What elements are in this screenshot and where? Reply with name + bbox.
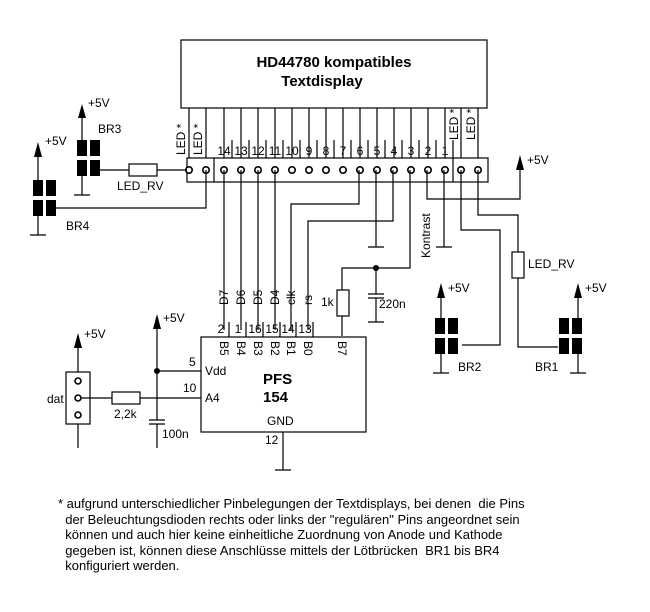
footnote-line: gegeben ist, können diese Anschlüsse mit… bbox=[58, 542, 500, 558]
signal-label: rs bbox=[301, 295, 315, 305]
contrast-label: Kontrast bbox=[419, 213, 433, 258]
pin-number: 3 bbox=[408, 144, 415, 158]
pin-number: 11 bbox=[269, 144, 282, 158]
supply-label-dat: +5V bbox=[84, 327, 106, 341]
supply-label-br2: +5V bbox=[448, 281, 470, 295]
pin-number: 5 bbox=[374, 144, 381, 158]
mcu-port-label: B0 bbox=[301, 341, 315, 356]
r-contrast-label: 1k bbox=[321, 295, 335, 309]
bridge-br4 bbox=[30, 142, 56, 236]
footnote-line: können und auch hier keine einheitliche … bbox=[58, 527, 503, 542]
br4-label: BR4 bbox=[66, 219, 90, 233]
supply-label-br1: +5V bbox=[585, 281, 607, 295]
mcu-name-2: 154 bbox=[263, 389, 289, 406]
bridge-br2 bbox=[433, 283, 458, 374]
supply-label-top-right: +5V bbox=[527, 153, 549, 167]
mcu-port-label: B7 bbox=[335, 341, 349, 356]
pin-number: 6 bbox=[357, 144, 364, 158]
supply-label-br3: +5V bbox=[88, 96, 110, 110]
display-title-2: Textdisplay bbox=[281, 73, 363, 90]
supply-label-vdd: +5V bbox=[163, 311, 185, 325]
footnote-line: der Beleuchtungsdioden rechts oder links… bbox=[58, 511, 520, 527]
mcu-port-label: B3 bbox=[251, 341, 265, 356]
mcu-port-pin: 15 bbox=[265, 322, 279, 336]
display-title-1: HD44780 kompatibles bbox=[256, 54, 411, 71]
r-dat-label: 2,2k bbox=[114, 407, 138, 421]
signal-label: D7 bbox=[217, 289, 231, 305]
br1-label: BR1 bbox=[535, 360, 559, 374]
bridge-br3 bbox=[74, 104, 100, 196]
mcu-port-pin: 2 bbox=[218, 322, 225, 336]
display-pin bbox=[355, 166, 364, 175]
pin-number: 13 bbox=[234, 144, 248, 158]
led-label-left-2: LED * bbox=[191, 123, 205, 155]
footnote-line: * aufgrund unterschiedlicher Pinbelegung… bbox=[58, 496, 525, 511]
br3-label: BR3 bbox=[98, 122, 122, 136]
signal-label: D5 bbox=[251, 289, 265, 305]
mcu-port-pin: 1 bbox=[235, 322, 242, 336]
mcu-port-pin: 16 bbox=[248, 322, 262, 336]
display-pin bbox=[389, 166, 398, 175]
bridge-br1 bbox=[559, 283, 586, 374]
led-rv-right-label: LED_RV bbox=[528, 257, 574, 271]
display-pin bbox=[440, 166, 449, 175]
gnd-label: GND bbox=[267, 414, 294, 428]
pin-number: 8 bbox=[323, 144, 330, 158]
supply-label-br4: +5V bbox=[45, 134, 67, 148]
a4-pin: 10 bbox=[183, 381, 197, 395]
c-contrast-label: 220n bbox=[379, 297, 406, 311]
pin-number: 4 bbox=[391, 144, 398, 158]
pin-number: 14 bbox=[217, 144, 231, 158]
led-label-right-1: LED * bbox=[447, 108, 461, 140]
mcu-port-label: B2 bbox=[268, 341, 282, 356]
mcu-port-label: B4 bbox=[234, 341, 248, 356]
display-pin bbox=[321, 166, 330, 175]
display-module bbox=[180, 39, 488, 109]
mcu-port-pin: 14 bbox=[281, 322, 295, 336]
display-pin bbox=[287, 166, 296, 175]
led-label-right-2: LED * bbox=[464, 108, 478, 140]
mcu-port-label: B1 bbox=[284, 341, 298, 356]
mcu-port-pin: 13 bbox=[298, 322, 312, 336]
gnd-pin: 12 bbox=[265, 433, 279, 447]
pin-number: 1 bbox=[442, 144, 449, 158]
footnote-line: konfiguriert werden. bbox=[58, 558, 180, 573]
pin-number: 12 bbox=[251, 144, 265, 158]
signal-label: D6 bbox=[234, 289, 248, 305]
c-vdd-label: 100n bbox=[162, 427, 189, 441]
pin-number: 9 bbox=[306, 144, 313, 158]
led-rv-left-label: LED_RV bbox=[117, 179, 163, 193]
display-pin bbox=[423, 166, 432, 175]
mcu-port-label: B5 bbox=[217, 341, 231, 356]
a4-label: A4 bbox=[205, 391, 220, 405]
vdd-label: Vdd bbox=[205, 364, 226, 378]
vdd-pin: 5 bbox=[189, 355, 196, 369]
display-pin bbox=[304, 166, 313, 175]
mcu-name-1: PFS bbox=[263, 371, 292, 388]
pin-number: 10 bbox=[285, 144, 299, 158]
display-pin bbox=[372, 166, 381, 175]
led-label-left-1: LED * bbox=[174, 123, 188, 155]
display-pin bbox=[406, 166, 415, 175]
dat-label: dat bbox=[47, 392, 64, 406]
display-pin bbox=[338, 166, 347, 175]
pin-number: 7 bbox=[340, 144, 347, 158]
signal-label: clk bbox=[284, 289, 298, 305]
footnote: * aufgrund unterschiedlicher Pinbelegung… bbox=[58, 496, 648, 574]
br2-label: BR2 bbox=[458, 360, 482, 374]
signal-label: D4 bbox=[268, 289, 282, 305]
pin-number: 2 bbox=[425, 144, 432, 158]
